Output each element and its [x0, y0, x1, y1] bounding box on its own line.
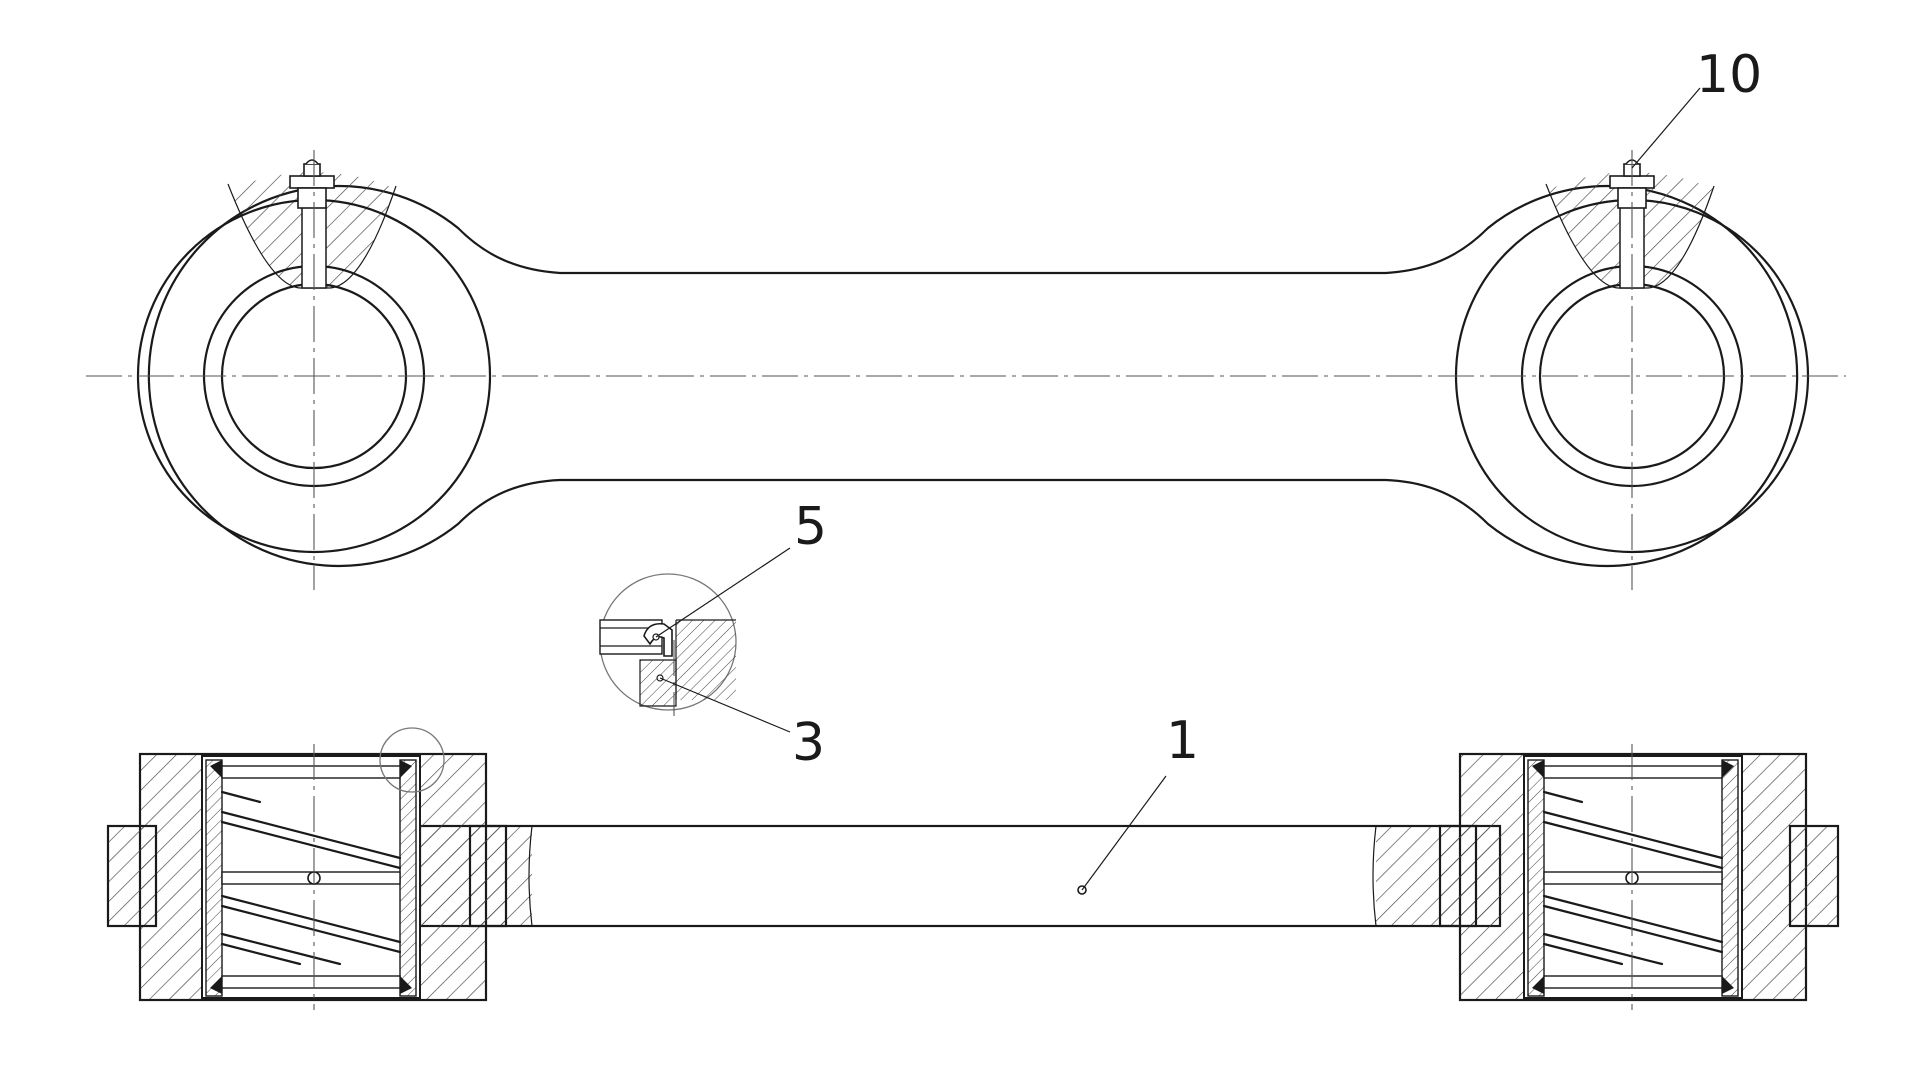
- callout-1: 1: [1166, 711, 1199, 771]
- callout-10: 10: [1696, 45, 1762, 105]
- left-grease-nipple-icon: [289, 159, 335, 209]
- left-helical-grooves: [220, 790, 402, 966]
- break-line-left: [528, 825, 533, 927]
- leader-3: [659, 677, 791, 733]
- callout-3: 3: [792, 713, 825, 773]
- leader-5: [655, 547, 791, 638]
- bottom-view: [106, 727, 1840, 1010]
- shank-section: [418, 824, 1502, 928]
- leader-10: [1631, 87, 1701, 169]
- right-eye-section: [1438, 744, 1840, 1010]
- top-view: [86, 150, 1846, 590]
- callout-5: 5: [794, 497, 827, 557]
- seal-lip-icon: [643, 622, 673, 657]
- detail-reference-circle: [379, 727, 445, 793]
- right-helical-grooves: [1542, 790, 1724, 966]
- detail-view: [599, 547, 791, 733]
- detail-content: [599, 619, 736, 716]
- left-eye-section: [106, 744, 508, 1010]
- leader-1: [1081, 775, 1167, 891]
- break-line-right: [1372, 825, 1377, 927]
